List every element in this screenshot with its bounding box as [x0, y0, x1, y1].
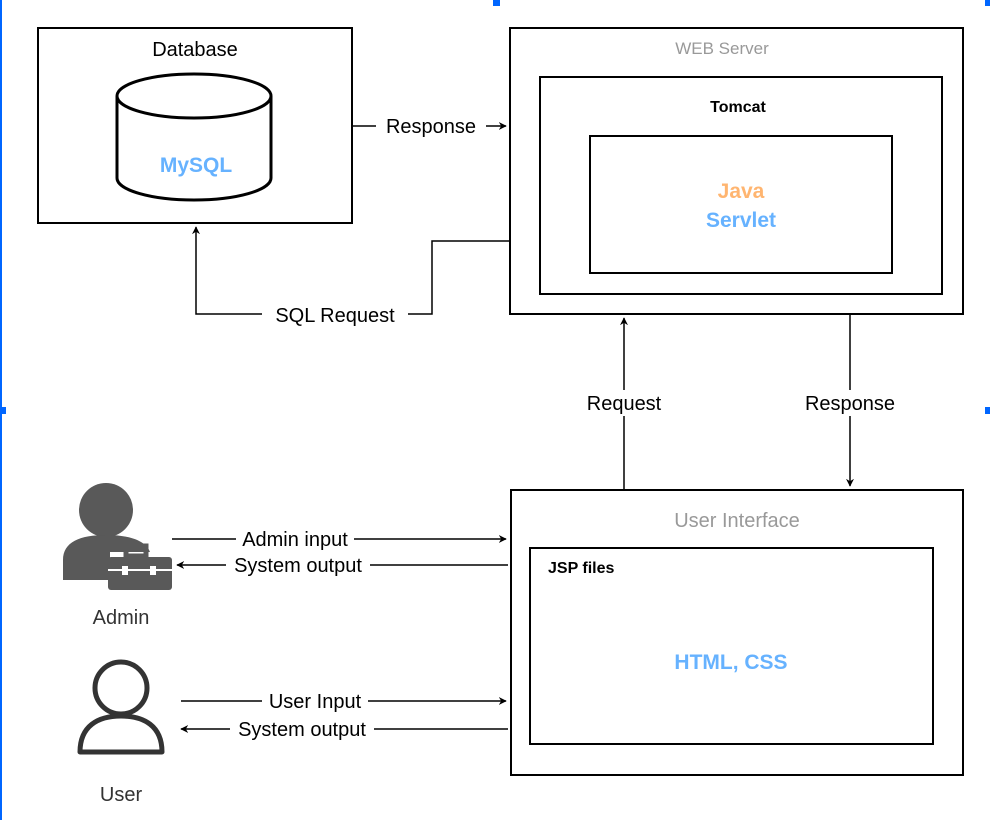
web-server-node[interactable]: WEB Server Tomcat Java Servlet: [509, 27, 964, 315]
edge-label-sql-request: SQL Request: [275, 305, 395, 327]
edge-user-input[interactable]: User Input: [181, 690, 507, 713]
html-css-label: HTML, CSS: [674, 651, 787, 674]
edge-admin-output[interactable]: System output: [176, 554, 508, 577]
admin-label: Admin: [93, 607, 150, 629]
jsp-label: JSP files: [548, 560, 615, 577]
user-actor[interactable]: User: [77, 659, 165, 806]
edge-label-ui-response: Response: [805, 393, 895, 415]
mysql-label: MySQL: [160, 154, 233, 177]
servlet-label: Servlet: [706, 209, 776, 232]
edge-user-output[interactable]: System output: [180, 718, 508, 741]
web-server-title: WEB Server: [675, 39, 769, 58]
servlet-box[interactable]: [589, 135, 893, 274]
edge-label-ui-request: Request: [587, 393, 662, 415]
cylinder-icon: [115, 72, 273, 202]
edge-ui-request[interactable]: Request: [578, 317, 670, 490]
database-node[interactable]: Database MySQL: [37, 27, 353, 224]
edge-sql-request[interactable]: SQL Request: [192, 226, 510, 327]
edge-label-user-output: System output: [238, 719, 366, 741]
edge-admin-input[interactable]: Admin input: [172, 528, 507, 551]
user-interface-node[interactable]: User Interface JSP files HTML, CSS: [510, 489, 964, 776]
admin-actor[interactable]: Admin: [63, 483, 172, 629]
user-interface-title: User Interface: [674, 510, 800, 532]
edge-label-db-response: Response: [386, 116, 476, 138]
admin-briefcase-icon: [63, 483, 172, 590]
tomcat-label: Tomcat: [710, 99, 766, 116]
edge-ui-response[interactable]: Response: [792, 314, 908, 487]
java-label: Java: [718, 180, 765, 203]
database-title: Database: [152, 39, 238, 61]
edge-db-response[interactable]: Response: [352, 114, 507, 138]
edge-label-admin-input: Admin input: [242, 529, 348, 551]
edge-label-user-input: User Input: [269, 691, 362, 713]
user-label: User: [100, 784, 143, 806]
jsp-box[interactable]: [529, 547, 934, 745]
user-outline-icon: [77, 659, 165, 755]
edge-label-admin-output: System output: [234, 555, 362, 577]
